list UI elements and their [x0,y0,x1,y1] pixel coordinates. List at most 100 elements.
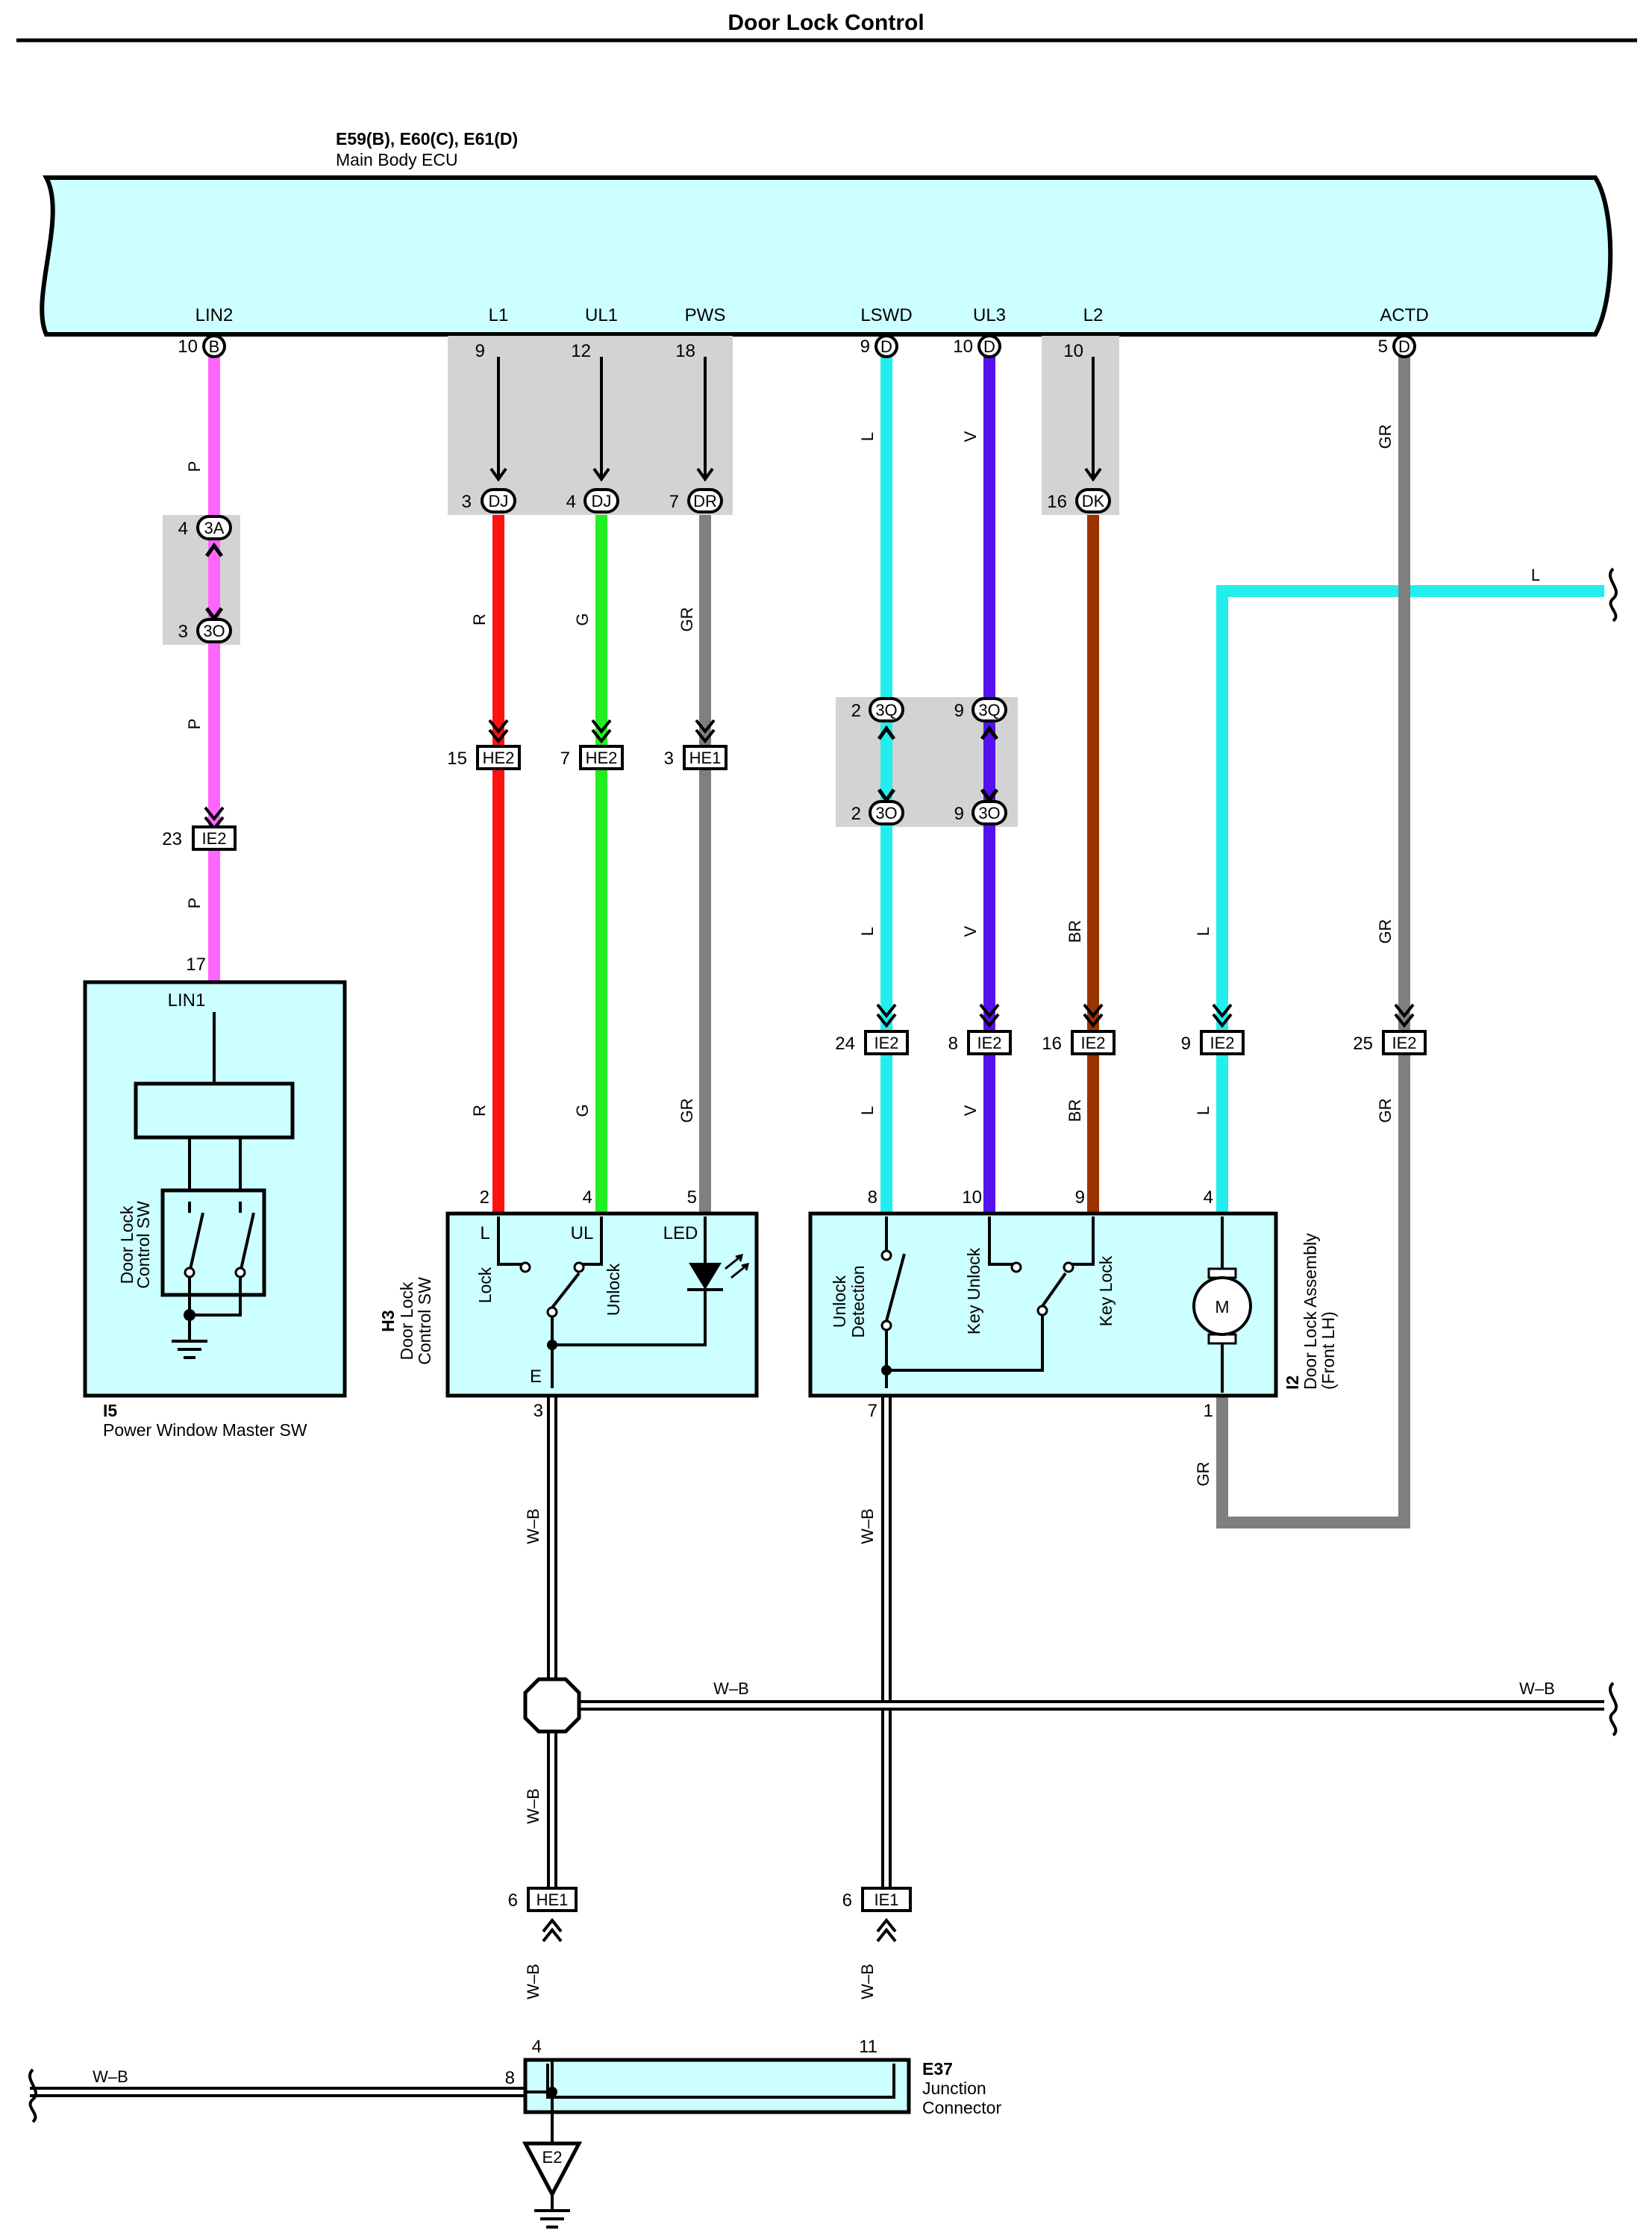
pin-he1-gr: 3 [664,749,674,769]
e37-pin-4: 4 [532,2037,542,2057]
pin-he2-g: 7 [560,749,570,769]
i2-pin-1: 1 [1204,1401,1213,1421]
pin-3q-v: 9 [954,701,964,721]
h3-code: H3 [378,1310,398,1331]
main-body-ecu [40,175,1613,337]
pin-ie2-l2: 9 [1181,1034,1191,1054]
connector-3q-3o: 3Q 2 3O 2 3Q 9 3O 9 [851,697,1007,825]
wire-label-gr-2: GR [678,1099,696,1123]
wire-label-gr-4: GR [1376,919,1395,944]
h3-term-ul: UL [571,1223,594,1243]
conn-ie1: IE1 [874,1890,898,1909]
wire-label-v-3: V [961,1105,980,1116]
wire-label-gr-6: GR [1194,1462,1213,1487]
pin-ie2-gr: 25 [1353,1034,1373,1054]
h3-pin-ul: 4 [583,1187,592,1208]
splice-point [523,1677,581,1734]
ecu-pin-ul1: 12 [571,341,591,361]
ecu-codes: E59(B), E60(C), E61(D) [336,129,518,149]
conn-ie2-1: IE2 [874,1034,898,1052]
ecu-pin-pws: 18 [675,341,695,361]
i2-pin-10: 10 [962,1187,982,1208]
wire-label-l-right: L [1531,566,1540,584]
shade-dj-dr [448,336,733,515]
i5-pin-lin1: 17 [186,955,206,975]
h3-unlock-label: Unlock [604,1263,623,1316]
conn-3o-2: 3O [875,804,897,822]
component-e37: 4 11 8 E37 Junction Connector [505,2037,1002,2117]
pin-dj-ul1: 4 [566,492,576,512]
i2-unlock-det-2: Detection [848,1265,868,1337]
diagram-title: Door Lock Control [728,10,924,35]
h3-pin-e: 3 [534,1401,543,1421]
wire-gr-actd [1216,357,1410,1528]
pin-3o-v: 9 [954,804,964,824]
conn-he1-2: HE1 [536,1890,569,1909]
i2-name-1: Door Lock Assembly [1301,1233,1320,1390]
i5-code: I5 [103,1401,117,1420]
wire-label-gr-1: GR [678,608,696,632]
ecu-pin-lswd: 9 [860,337,870,357]
conn-he2-1: HE2 [483,749,515,767]
h3-name-2: Control SW [415,1277,434,1365]
shade-dk [1042,336,1119,515]
e37-name-1: Junction [922,2079,986,2098]
ground-e2-label: E2 [542,2148,563,2167]
pin-3a: 4 [178,519,188,539]
conn-3o-3: 3O [978,804,1000,822]
wire-label-gr-3: GR [1376,425,1395,449]
wire-label-gr-5: GR [1376,1099,1395,1123]
h3-term-led: LED [663,1223,698,1243]
ecu-conn-b: B [209,337,220,356]
i5-name: Power Window Master SW [103,1420,307,1440]
wire-label-r-1: R [470,613,489,625]
conn-dj-1: DJ [489,492,509,510]
conn-ie2-2: IE2 [977,1034,1001,1052]
connector-ie2-pink: IE2 23 [162,806,237,851]
i5-switch-label-2: Control SW [134,1201,153,1289]
pin-he1-wb: 6 [508,1890,518,1911]
pin-3q-l: 2 [851,701,861,721]
ecu-terminal-actd: ACTD [1380,305,1428,325]
ecu-pin-actd: 5 [1378,337,1388,357]
conn-3o-1: 3O [203,622,225,640]
pin-ie2-v: 8 [948,1034,958,1054]
wire-label-g-1: G [573,613,592,625]
internal-connectors: DJ 3 DJ 4 DR 7 DK 16 [462,467,1111,513]
pin-3o-1: 3 [178,622,188,642]
wire-label-g-2: G [573,1104,592,1117]
i5-terminal: LIN1 [168,990,206,1011]
ecu-conn-d-1: D [880,337,892,356]
conn-3a: 3A [204,519,225,537]
i2-key-lock: Key Lock [1096,1255,1116,1326]
wire-label-wb-6: W–B [713,1679,749,1698]
wire-label-l-2: L [858,927,877,936]
component-i5: 17 LIN1 Door Lock Control SW I5 Power Wi… [83,955,347,1440]
pin-ie2-l: 24 [835,1034,855,1054]
h3-name-1: Door Lock [397,1281,416,1360]
ecu-pins: B 10 9 12 18 D 9 D 10 10 D 5 [178,334,1416,361]
i2-key-unlock: Key Unlock [964,1247,983,1334]
conn-he2-2: HE2 [586,749,618,767]
wire-l-right [1216,585,1604,1214]
wire-label-wb-8: W–B [93,2067,128,2086]
wire-label-p-1: P [185,461,204,472]
conn-3q-2: 3Q [978,701,1000,719]
e37-code: E37 [922,2059,953,2079]
ecu-pin-l2: 10 [1063,341,1083,361]
conn-dr: DR [693,492,717,510]
wire-label-l-4: L [1194,927,1213,936]
conn-ie2-3: IE2 [1080,1034,1105,1052]
conn-ie2-4: IE2 [1210,1034,1234,1052]
i2-pin-9: 9 [1075,1187,1085,1208]
ecu-terminal-ul3: UL3 [973,305,1006,325]
wire-label-wb-7: W–B [1519,1679,1555,1698]
ecu-pin-l1: 9 [475,341,485,361]
ecu-terminal-lin2: LIN2 [195,305,234,325]
wire-label-v-2: V [961,925,980,937]
i2-pin-7: 7 [868,1401,877,1421]
ecu-conn-d-2: D [983,337,995,356]
wire-label-wb-1: W–B [524,1508,542,1544]
wire-label-wb-5: W–B [858,1964,877,1999]
